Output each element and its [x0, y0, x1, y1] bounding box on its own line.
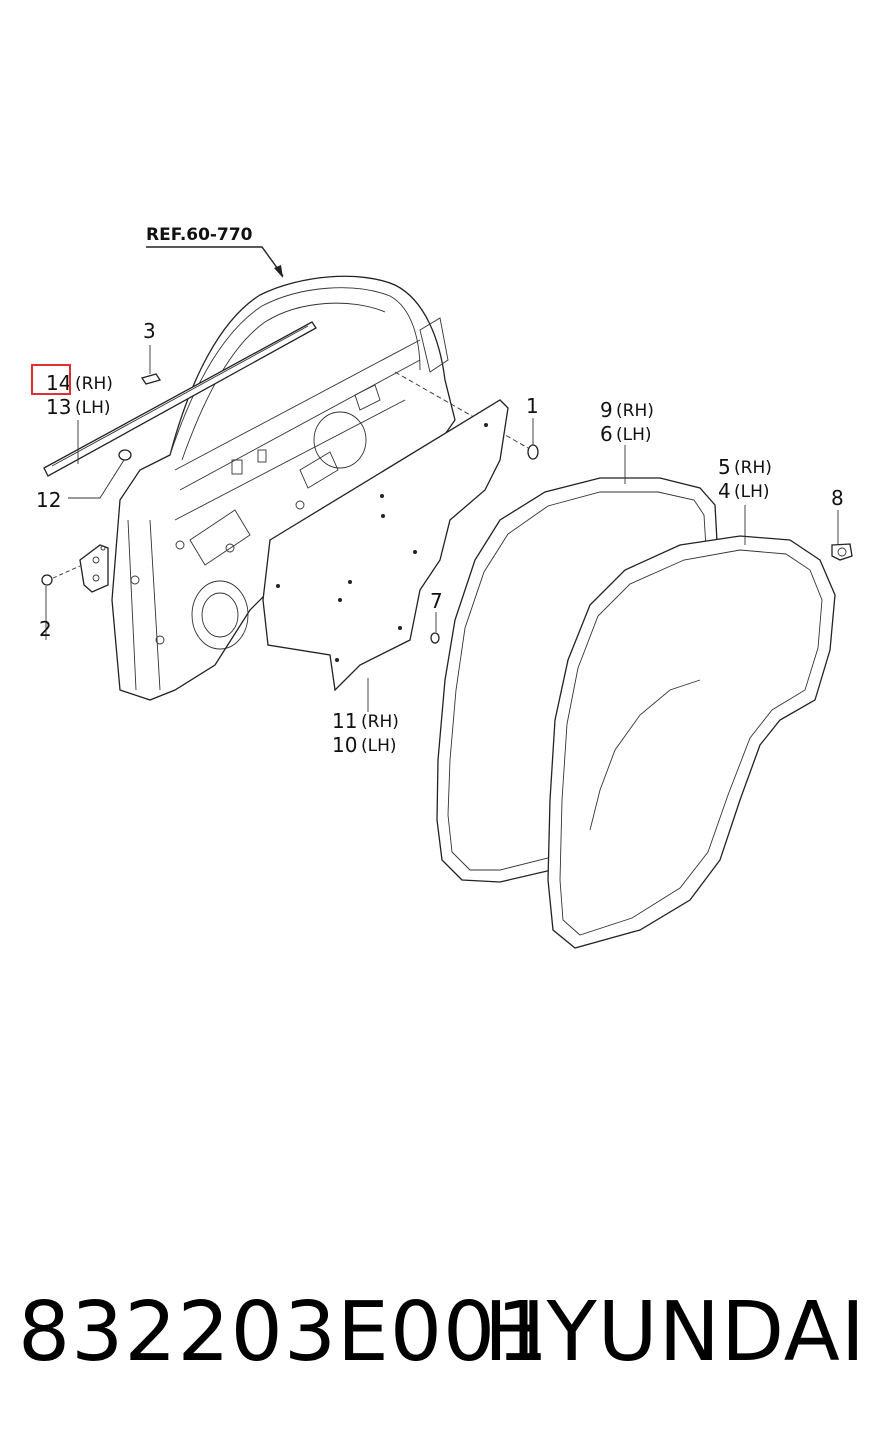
hinge-bracket: [41, 544, 109, 593]
callout-10-side: (LH): [361, 736, 397, 756]
body-weatherstrip: [547, 535, 836, 949]
callout-13-number: 13: [46, 395, 71, 419]
callout-4-number: 4: [718, 479, 731, 503]
brand-name: HYUNDAI: [483, 1285, 866, 1380]
callout-7-number: 7: [430, 589, 443, 613]
callout-13-side: (LH): [75, 398, 111, 418]
sealing-cover: [262, 399, 509, 692]
small-plug: [430, 632, 440, 644]
ref-label: REF.60-770: [146, 225, 253, 245]
callout-6-number: 6: [600, 422, 613, 446]
callout-1-number: 1: [526, 394, 539, 418]
callout-2-number: 2: [39, 617, 52, 641]
callout-6-side: (LH): [616, 425, 652, 445]
callout-9-number: 9: [600, 398, 613, 422]
callout-11-number: 11: [332, 709, 357, 733]
belt-weatherstrip: [43, 321, 317, 477]
part-number: 832203E001: [18, 1285, 550, 1380]
callout-5-number: 5: [718, 455, 731, 479]
callout-10-number: 10: [332, 733, 357, 757]
callout-labels: 1 2 3 4 (LH) 5 (RH) 6 (LH) 7 8 9 (RH) 10…: [36, 319, 844, 757]
callout-4-side: (LH): [734, 482, 770, 502]
callout-3-number: 3: [143, 319, 156, 343]
door-inner-panel: [111, 275, 456, 701]
callout-14-side: (RH): [75, 374, 113, 394]
callout-11-side: (RH): [361, 712, 399, 732]
callout-14-number: 14: [46, 371, 71, 395]
clip-8: [831, 543, 853, 561]
clip-part: [140, 373, 162, 385]
leader-lines: [45, 345, 839, 712]
highlight-box-14: [31, 364, 71, 395]
callout-5-side: (RH): [734, 458, 772, 478]
grommet: [118, 449, 132, 461]
callout-12-number: 12: [36, 488, 61, 512]
callout-9-side: (RH): [616, 401, 654, 421]
ref-callout: REF.60-770: [146, 225, 284, 278]
callout-8-number: 8: [831, 486, 844, 510]
